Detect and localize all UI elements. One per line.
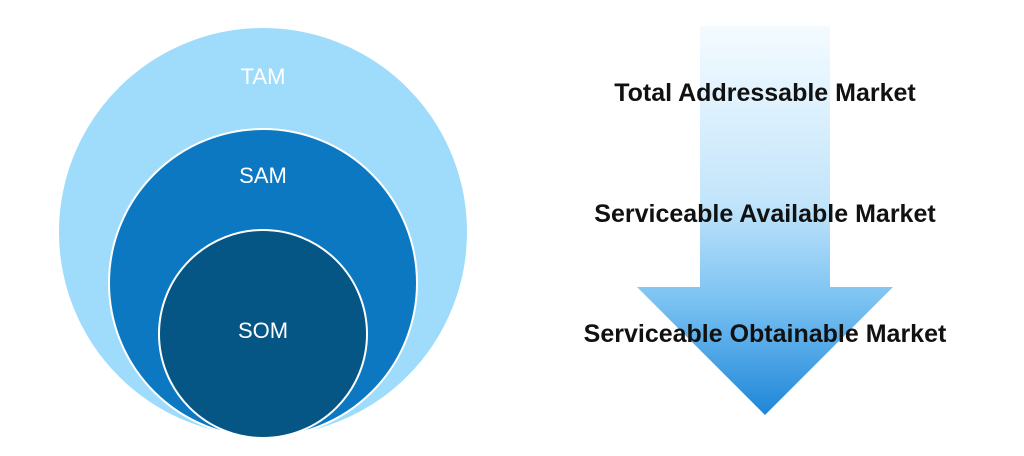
som-description: Serviceable Obtainable Market: [584, 320, 947, 348]
funnel-arrow: Total Addressable Market Serviceable Ava…: [584, 26, 947, 415]
tam-description: Total Addressable Market: [614, 79, 916, 107]
market-circles: TAM SAM SOM: [57, 26, 469, 439]
som-circle: [158, 229, 368, 439]
sam-label: SAM: [239, 163, 287, 188]
sam-description: Serviceable Available Market: [594, 200, 936, 228]
som-label: SOM: [238, 318, 288, 343]
tam-label: TAM: [241, 64, 286, 89]
down-arrow-icon: [637, 26, 893, 415]
